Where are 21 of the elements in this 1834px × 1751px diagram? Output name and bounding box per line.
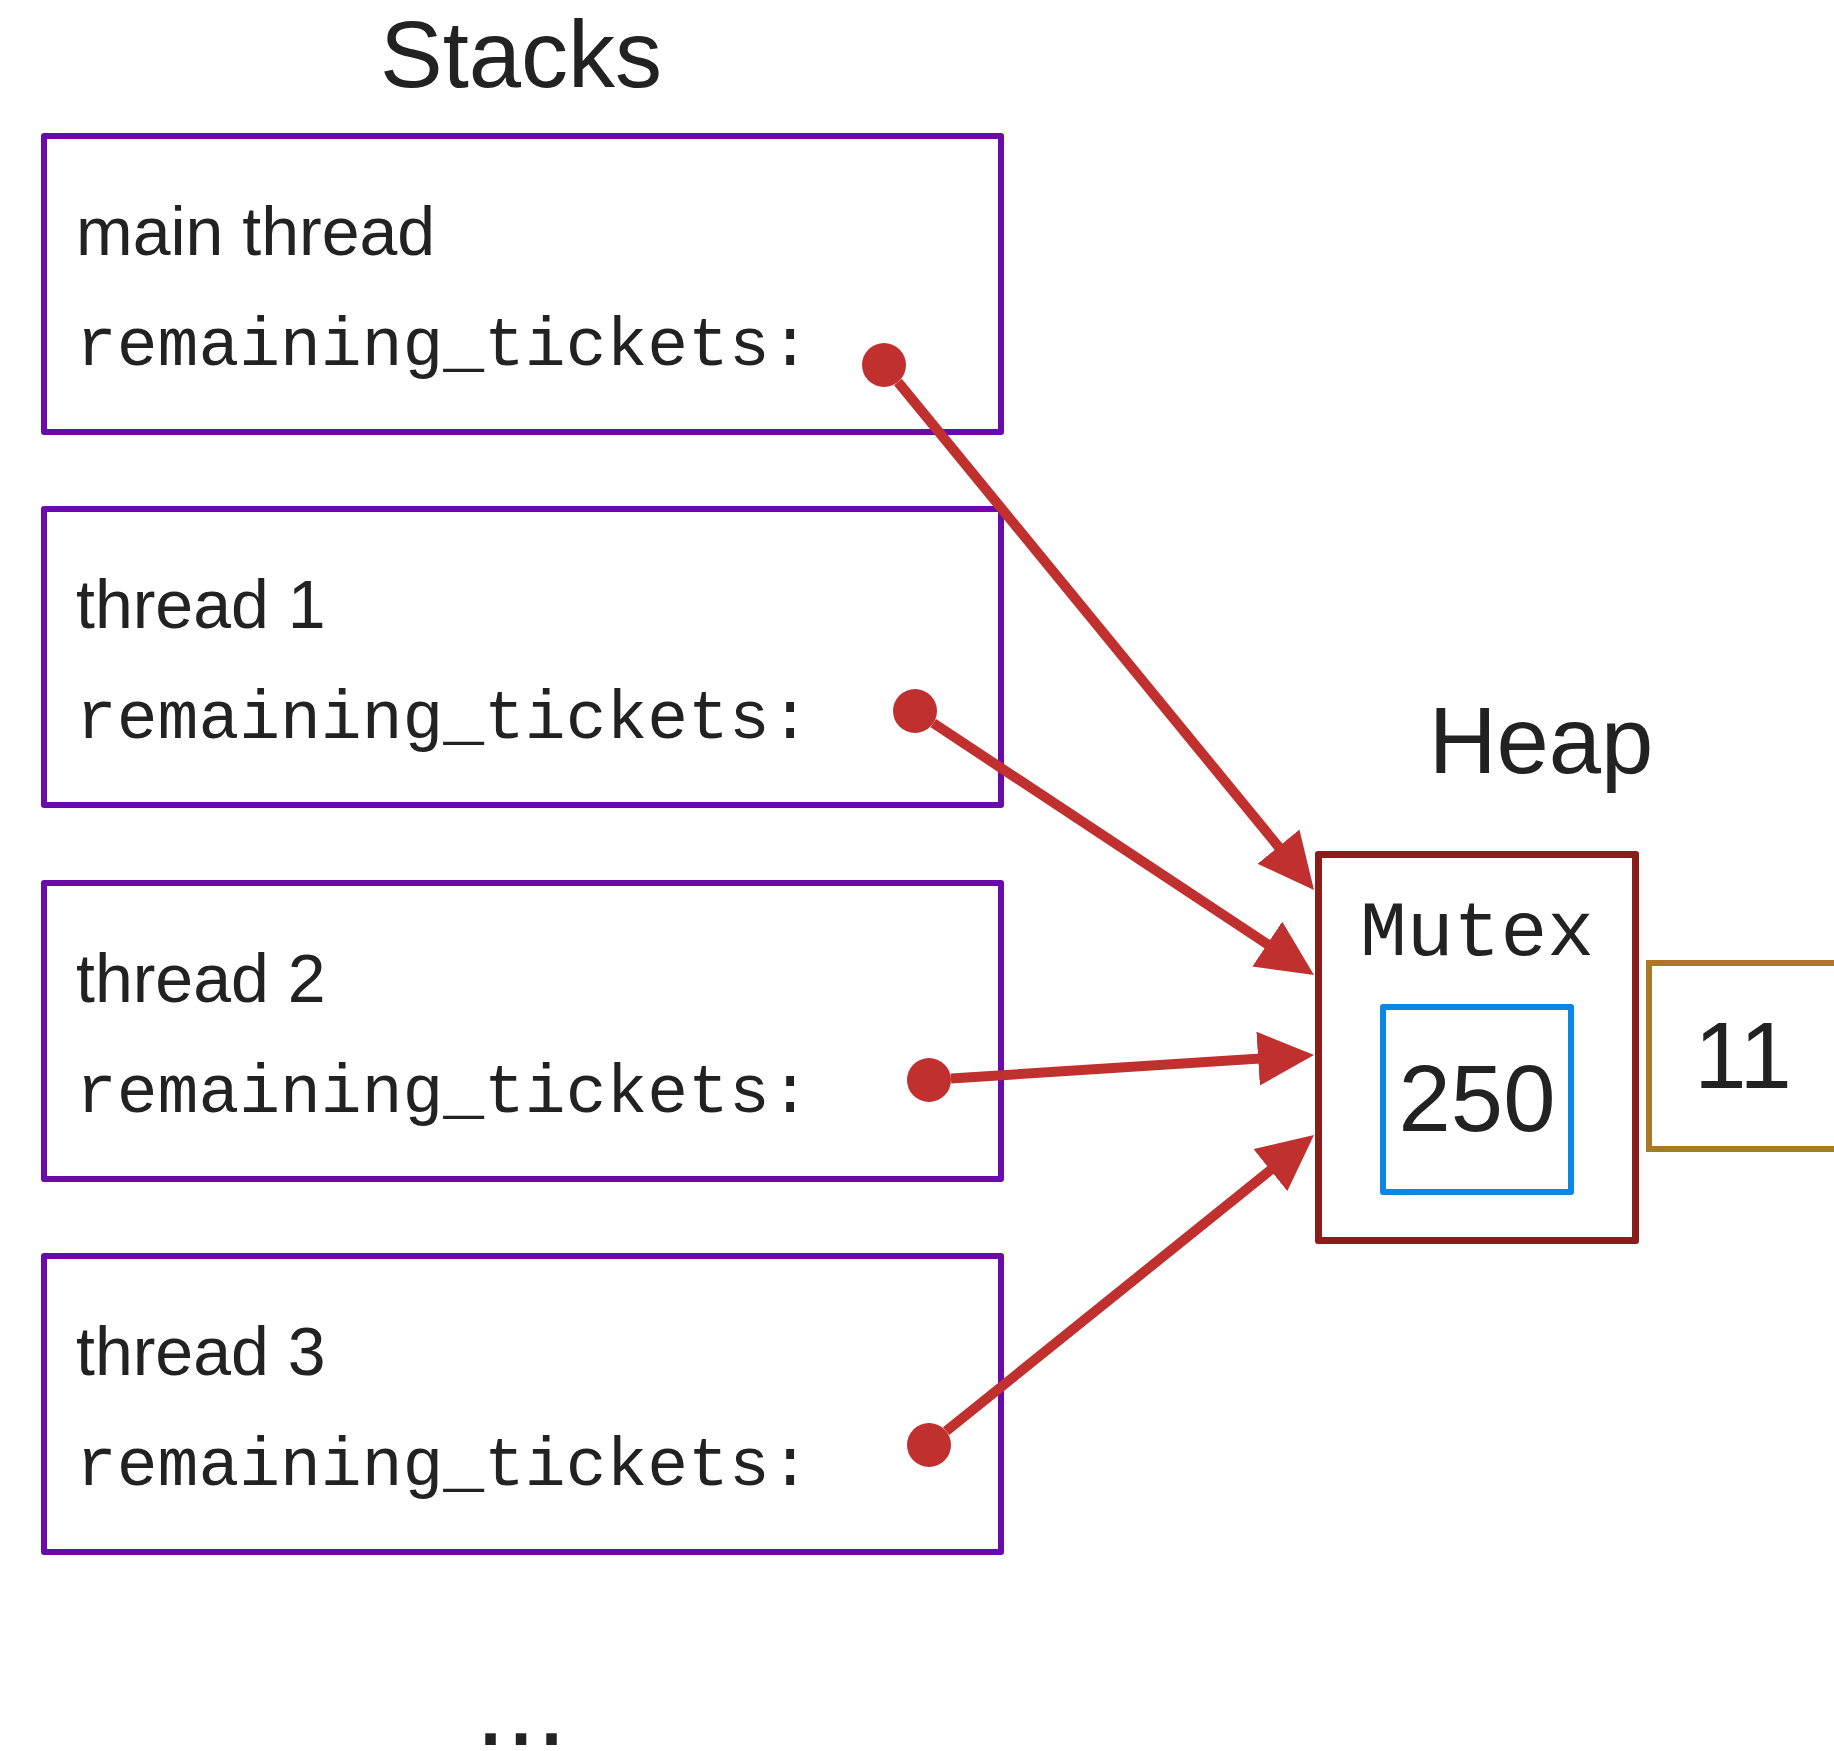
thread-name: thread 1: [76, 565, 326, 644]
stack-frame: [41, 880, 1004, 1182]
variable-name: remaining_tickets:: [76, 1054, 811, 1134]
stack-frame: [41, 1253, 1004, 1555]
thread-name: main thread: [76, 192, 436, 271]
mutex-box: [1315, 851, 1639, 1244]
thread-name: thread 2: [76, 939, 326, 1018]
variable-name: remaining_tickets:: [76, 680, 811, 760]
value-text: 250: [1398, 1045, 1556, 1154]
value-box: [1646, 960, 1834, 1152]
section-title: Heap: [1428, 687, 1654, 795]
section-title: Stacks: [379, 8, 663, 102]
variable-name: remaining_tickets:: [76, 307, 811, 387]
value-box: [1380, 1004, 1574, 1195]
stack-frame: [41, 506, 1004, 808]
ellipsis: ...: [475, 1663, 567, 1751]
stack-frame: [41, 133, 1004, 435]
type-name: Mutex: [1358, 889, 1595, 980]
thread-name: thread 3: [76, 1312, 326, 1391]
variable-name: remaining_tickets:: [76, 1427, 811, 1507]
value-text: 11: [1694, 1001, 1792, 1110]
